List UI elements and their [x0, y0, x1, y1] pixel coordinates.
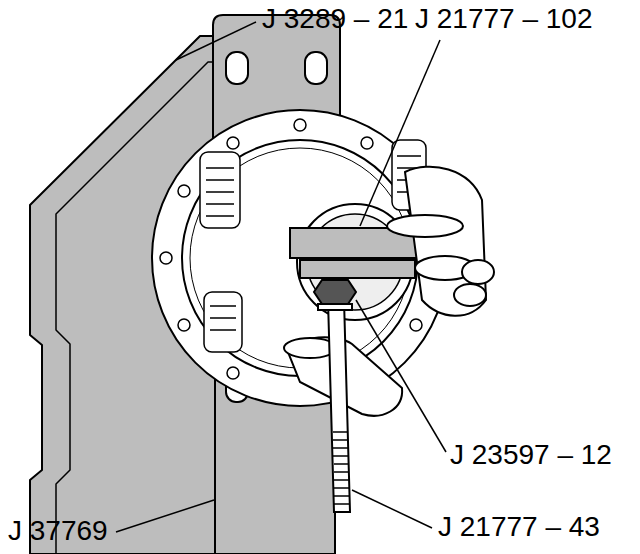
hand-finger — [387, 215, 463, 237]
hand-finger — [454, 284, 486, 306]
leader-line — [352, 490, 432, 528]
leader-line — [116, 500, 214, 532]
callout-label: J 23597 – 12 — [450, 440, 612, 471]
callout-label: J 21777 – 43 — [438, 512, 600, 543]
leader-line — [360, 40, 440, 226]
bolt-hole — [294, 119, 306, 131]
bearing-cap — [200, 152, 240, 228]
callout-label: J 3289 – 21 — [262, 4, 408, 35]
cap-ribs — [210, 306, 236, 330]
screw-shaft — [328, 300, 350, 512]
leader-line — [176, 22, 256, 60]
bearing-cap — [204, 292, 242, 352]
bracket-slot — [305, 52, 327, 84]
right-hand — [387, 167, 494, 316]
bolt-hole — [160, 252, 172, 264]
cap-ribs — [206, 168, 234, 216]
leader-line — [356, 300, 446, 452]
washer — [318, 304, 352, 310]
hand-palm — [405, 167, 486, 316]
callout-label: J 21777 – 102 — [415, 4, 593, 35]
screw-threads — [333, 432, 350, 504]
leader-lines — [116, 22, 446, 532]
screw-nut — [314, 280, 356, 304]
callout-label: J 37769 — [8, 516, 108, 547]
bolt-holes — [160, 119, 440, 379]
bolt-hole — [178, 319, 190, 331]
bracket-slot — [226, 52, 248, 84]
bolt-hole — [410, 319, 422, 331]
bolt-hole — [227, 137, 239, 149]
hand-finger — [462, 260, 494, 284]
bolt-hole — [361, 137, 373, 149]
forcing-screw — [314, 280, 356, 512]
bolt-hole — [227, 367, 239, 379]
bearing-caps — [200, 140, 426, 352]
installer-plate — [300, 260, 415, 278]
bolt-hole — [178, 185, 190, 197]
